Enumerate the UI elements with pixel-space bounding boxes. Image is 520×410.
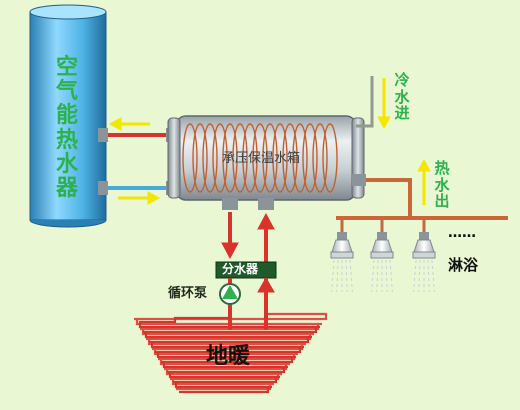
coil-loop bbox=[242, 123, 258, 193]
return-arrow-up bbox=[257, 212, 275, 262]
air-heater-cylinder bbox=[29, 4, 107, 228]
cold-water-arrow bbox=[377, 78, 391, 130]
coil-loop bbox=[252, 123, 268, 193]
coil-loop bbox=[202, 123, 218, 193]
shower-head bbox=[330, 218, 354, 293]
more-showers-dots: …… bbox=[448, 225, 476, 241]
cold-water-label: 冷水进 bbox=[394, 71, 410, 122]
coil-loop bbox=[292, 123, 308, 193]
coil-loop bbox=[282, 123, 298, 193]
tank-label: 承压保温水箱 bbox=[222, 151, 301, 166]
supply-arrow-down bbox=[221, 212, 239, 260]
shower-head bbox=[330, 218, 436, 293]
coil-loop bbox=[192, 123, 208, 193]
shower-head bbox=[412, 218, 436, 293]
manifold-box bbox=[215, 261, 277, 279]
coil-loop bbox=[232, 123, 248, 193]
heater-tank-pipes bbox=[98, 128, 176, 195]
coil-loop bbox=[302, 123, 318, 193]
coil-loop bbox=[262, 123, 278, 193]
cold-water-pipe bbox=[356, 76, 374, 128]
air-heater-label: 空气能热水器 bbox=[55, 55, 78, 201]
flow-arrow-to-tank bbox=[118, 191, 161, 205]
coil-loop bbox=[312, 123, 328, 193]
flow-arrow-to-heater bbox=[108, 117, 150, 131]
shower-head bbox=[370, 218, 394, 293]
tank-supply-fitting bbox=[222, 198, 238, 210]
hot-outlet-fitting bbox=[352, 174, 366, 186]
floor-coil-return bbox=[134, 312, 328, 391]
coil-loop bbox=[222, 123, 238, 193]
manifold-label: 分水器 bbox=[222, 262, 259, 276]
coil-loop bbox=[182, 123, 198, 193]
floor-heating-label: 地暖 bbox=[206, 344, 251, 369]
storage-tank bbox=[167, 115, 365, 201]
hot-water-pipe bbox=[336, 178, 508, 220]
floor-heating-coil bbox=[134, 312, 328, 394]
hot-water-arrow bbox=[417, 158, 431, 205]
heating-coil bbox=[182, 123, 338, 193]
hot-water-label: 热水出 bbox=[434, 159, 450, 210]
shower-label: 淋浴 bbox=[448, 256, 479, 274]
tank-return-fitting bbox=[258, 198, 274, 210]
coil-loop bbox=[272, 123, 288, 193]
pump-icon bbox=[219, 283, 241, 305]
coil-loop bbox=[212, 123, 228, 193]
coil-loop bbox=[322, 123, 338, 193]
pump-label: 循环泵 bbox=[168, 286, 208, 301]
